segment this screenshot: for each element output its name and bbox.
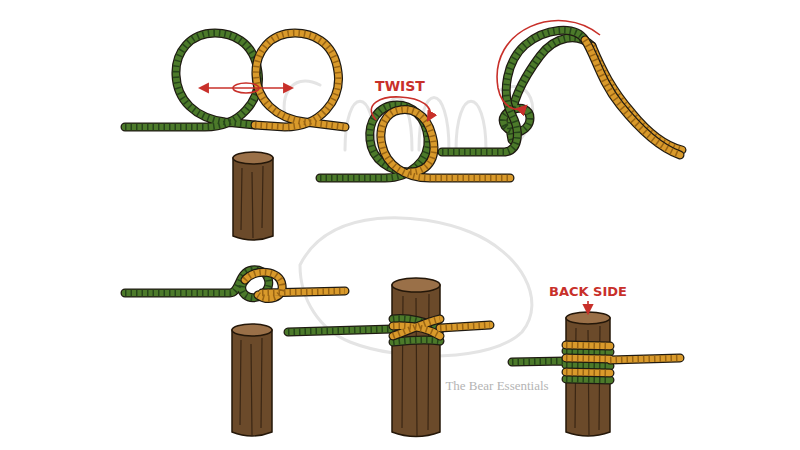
watermark-text: The Bear Essentials (445, 378, 548, 394)
view-label: BACK SIDE (549, 284, 627, 300)
wooden-post (392, 278, 440, 437)
motion-arrow (200, 21, 600, 313)
wooden-post (233, 152, 273, 240)
step-label: TWIST (375, 78, 425, 95)
wooden-post (232, 324, 272, 436)
rope (125, 30, 682, 380)
